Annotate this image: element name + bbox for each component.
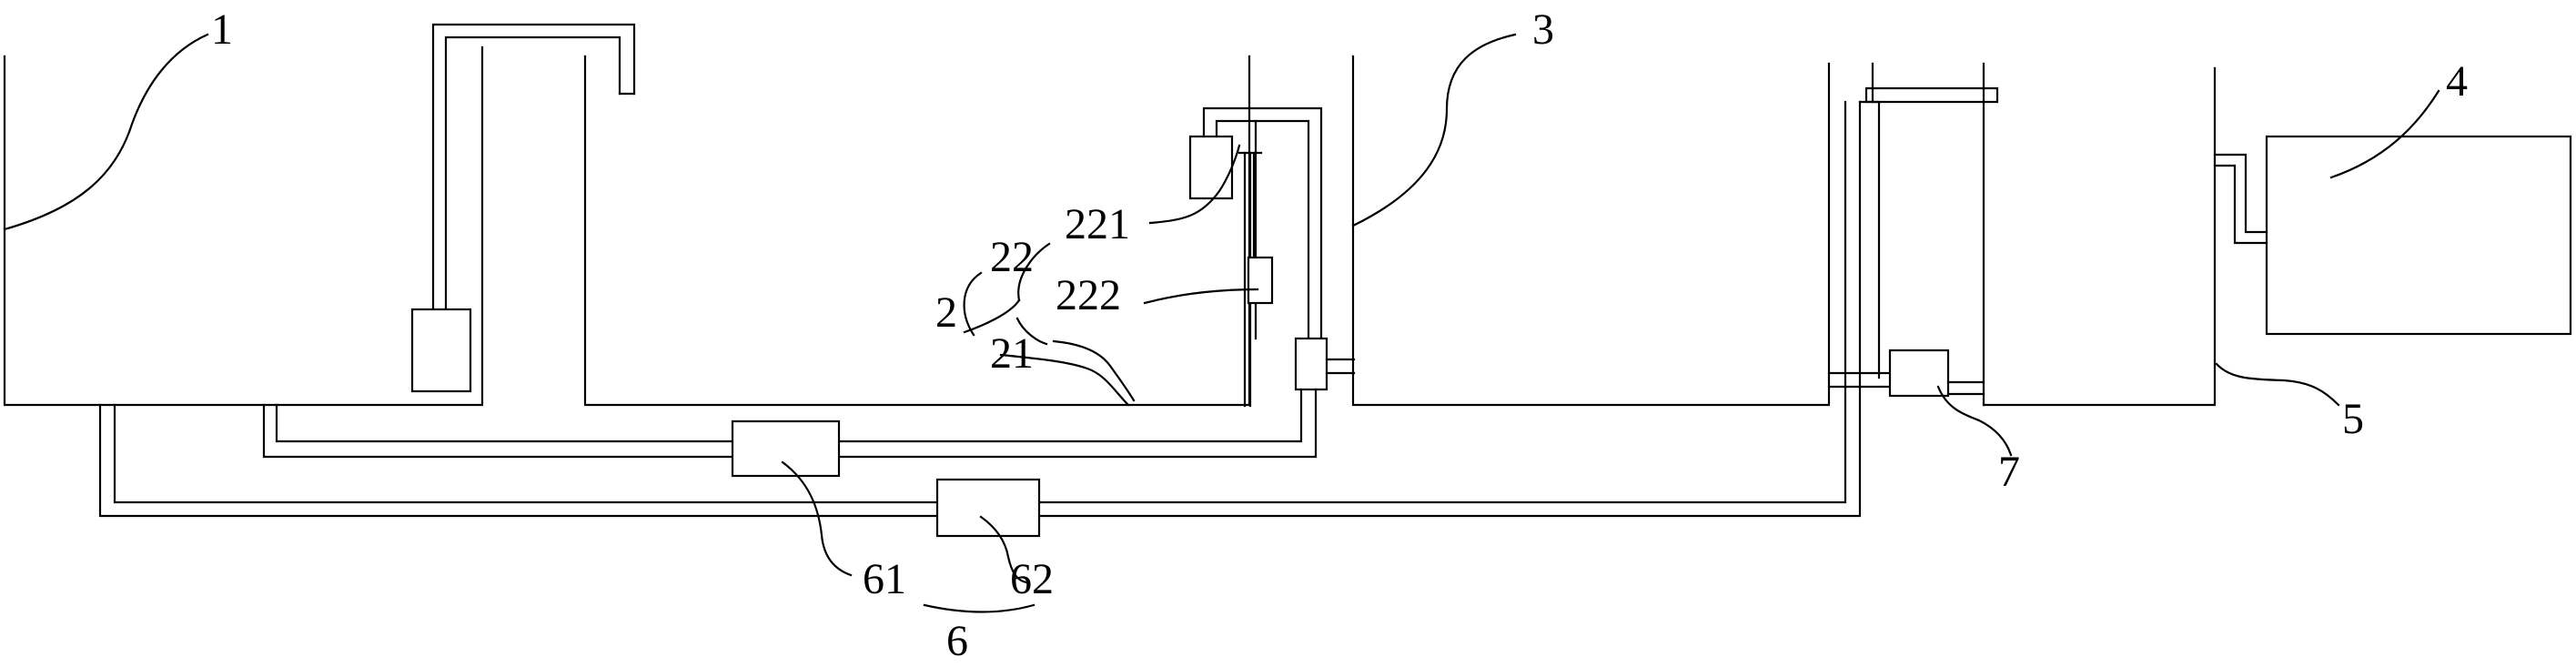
tank-1 bbox=[3, 45, 1251, 407]
label-61: 61 bbox=[863, 555, 906, 603]
inlet-pipe bbox=[431, 23, 636, 311]
pump-box bbox=[410, 308, 472, 393]
label-1: 1 bbox=[211, 5, 233, 54]
return-pipe-61 bbox=[262, 388, 1318, 478]
tank-5 bbox=[1982, 66, 2217, 407]
component-2 bbox=[1188, 106, 1356, 408]
label-22: 22 bbox=[990, 233, 1034, 281]
float-222 bbox=[1247, 256, 1274, 305]
label-6: 6 bbox=[946, 617, 968, 665]
control-box-221 bbox=[1188, 135, 1234, 200]
tank-3 bbox=[1351, 55, 1831, 407]
label-4: 4 bbox=[2446, 57, 2468, 106]
label-21: 21 bbox=[990, 329, 1034, 378]
pump-21 bbox=[1294, 337, 1328, 391]
label-221: 221 bbox=[1065, 200, 1130, 248]
valve-61 bbox=[731, 419, 841, 478]
leader-lines bbox=[3, 33, 2440, 613]
label-2: 2 bbox=[935, 288, 957, 337]
label-62: 62 bbox=[1010, 555, 1054, 603]
box-4 bbox=[2213, 135, 2572, 336]
label-5: 5 bbox=[2342, 395, 2364, 443]
label-3: 3 bbox=[1532, 5, 1554, 54]
label-222: 222 bbox=[1056, 271, 1121, 319]
labels: 1 3 4 5 7 221 22 2 222 21 61 62 6 bbox=[211, 5, 2468, 665]
return-pipe-62 bbox=[98, 100, 1862, 538]
pump-7-assembly bbox=[1827, 349, 1985, 398]
valve-62 bbox=[935, 478, 1041, 538]
label-7: 7 bbox=[1998, 448, 2020, 496]
middle-chamber bbox=[1858, 62, 1999, 407]
